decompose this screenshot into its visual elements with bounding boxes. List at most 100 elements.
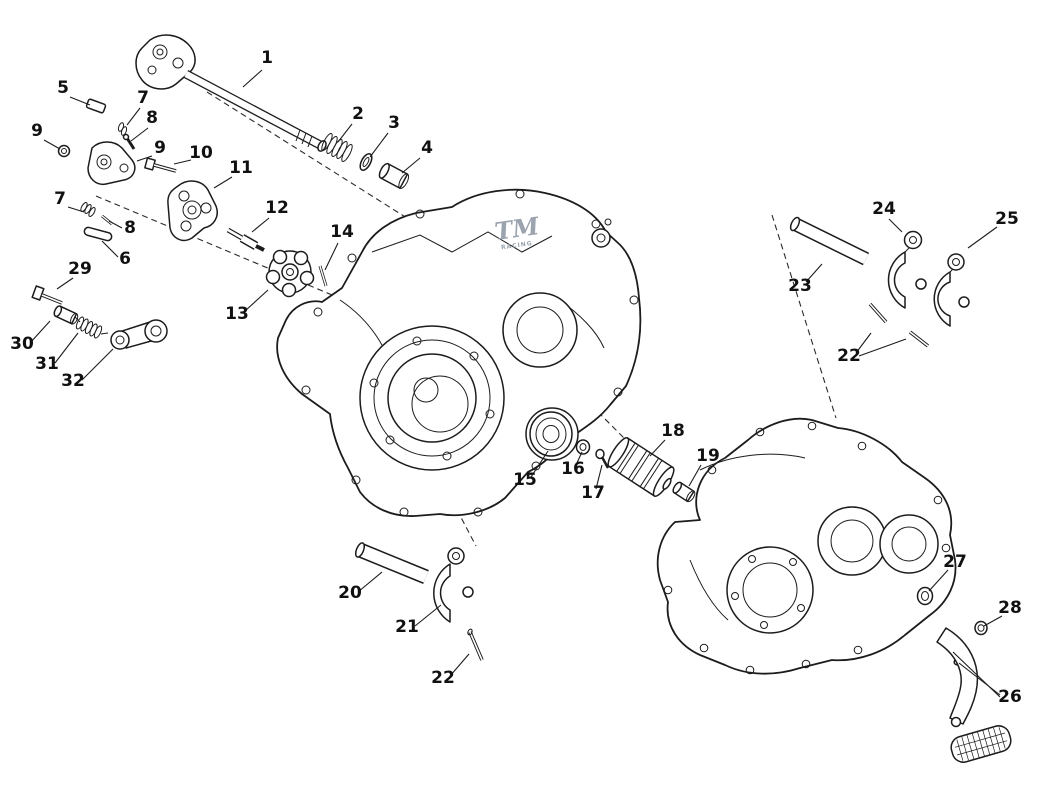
leader-line	[401, 157, 421, 174]
crank-opening	[726, 546, 814, 634]
part-callout-31: 31	[35, 332, 79, 374]
shift-fork-24	[887, 230, 927, 309]
part-callout-21: 21	[395, 604, 442, 637]
part-number-label: 4	[421, 138, 433, 158]
part-number-label: 26	[998, 687, 1022, 707]
part-callout-6: 6	[101, 240, 131, 269]
part-callout-22: 22	[431, 653, 470, 688]
part-callout-20: 20	[338, 571, 383, 603]
pin-5	[85, 98, 107, 114]
part-number-label: 28	[998, 598, 1022, 618]
part-number-label: 19	[696, 446, 720, 466]
part-callout-23: 23	[788, 263, 823, 296]
part-callout-2: 2	[337, 104, 364, 143]
part-number-label: 9	[31, 121, 43, 141]
leader-line	[136, 155, 153, 162]
spring-31	[74, 316, 109, 339]
stopper-lever-6	[80, 202, 113, 242]
leader-line	[357, 571, 383, 593]
shift-shaft	[135, 34, 327, 152]
part-callout-9: 9	[136, 138, 166, 162]
part-callout-8: 8	[108, 218, 136, 238]
part-callout-16: 16	[561, 451, 585, 479]
leader-line	[173, 159, 192, 165]
part-callout-19: 19	[688, 446, 720, 487]
bushing-19	[672, 481, 696, 503]
leader-line	[952, 651, 1001, 698]
pin-14	[318, 265, 328, 287]
part-callout-9: 9	[31, 121, 61, 150]
part-number-label: 14	[330, 222, 354, 242]
part-callout-10: 10	[173, 143, 213, 165]
leader-line	[251, 217, 270, 233]
part-number-label: 2	[352, 104, 364, 124]
part-number-label: 27	[943, 552, 967, 572]
leader-line	[649, 439, 666, 457]
part-number-label: 13	[225, 304, 249, 324]
part-number-label: 22	[837, 346, 861, 366]
part-callout-28: 28	[983, 598, 1022, 627]
leader-line	[414, 604, 442, 627]
tm-logo-text: TM	[493, 211, 542, 246]
part-callout-17: 17	[581, 464, 605, 503]
fork-shaft-20	[354, 542, 429, 584]
bolt-10	[144, 157, 177, 173]
seal-27	[916, 586, 934, 606]
part-number-label: 5	[57, 78, 69, 98]
part-number-label: 32	[61, 371, 85, 391]
washer-28	[974, 620, 988, 636]
leader-line	[369, 132, 389, 158]
part-number-label: 25	[995, 209, 1019, 229]
part-number-label: 10	[189, 143, 213, 163]
leader-line	[242, 69, 263, 88]
part-number-label: 11	[229, 158, 253, 178]
pawl-body	[57, 122, 136, 186]
part-number-label: 7	[54, 189, 66, 209]
part-callout-24: 24	[872, 199, 903, 233]
shift-cam-13	[265, 249, 315, 298]
part-number-label: 16	[561, 459, 585, 479]
leader-line	[54, 332, 79, 364]
part-callout-22: 22	[837, 332, 907, 366]
leader-line	[29, 320, 51, 344]
gear-pedal-26	[936, 627, 1012, 763]
leader-line	[108, 220, 123, 229]
part-callout-18: 18	[649, 421, 685, 457]
bearing-15	[529, 411, 573, 457]
leader-line	[928, 569, 949, 592]
part-number-label: 3	[388, 113, 400, 133]
leader-line	[337, 123, 353, 143]
part-callout-1: 1	[242, 48, 273, 88]
part-number-label: 29	[68, 259, 92, 279]
part-number-label: 9	[154, 138, 166, 158]
leader-line	[67, 206, 85, 213]
part-callout-4: 4	[401, 138, 433, 174]
part-callout-29: 29	[56, 259, 92, 290]
part-number-label: 24	[872, 199, 896, 219]
leader-line	[449, 653, 470, 677]
leader-line	[688, 464, 702, 487]
part-callout-25: 25	[967, 209, 1019, 249]
leader-line	[213, 176, 233, 189]
leader-line	[126, 107, 141, 126]
leader-line	[69, 96, 91, 106]
fork-shaft-23	[789, 216, 870, 266]
spacer-30	[53, 305, 79, 325]
leader-line	[967, 226, 998, 249]
screw-17	[595, 448, 610, 469]
return-spring	[321, 132, 353, 163]
washer-16	[575, 439, 591, 455]
leader-line	[888, 218, 903, 233]
leader-line	[958, 662, 1001, 696]
leader-line	[575, 451, 583, 466]
part-callout-7: 7	[126, 88, 149, 126]
shift-fork-21	[433, 547, 474, 623]
part-number-label: 31	[35, 354, 59, 374]
leader-line	[244, 289, 269, 312]
shift-arm-32	[110, 319, 168, 350]
part-number-label: 23	[788, 276, 812, 296]
leader-line	[324, 242, 339, 271]
part-callout-3: 3	[369, 113, 400, 158]
